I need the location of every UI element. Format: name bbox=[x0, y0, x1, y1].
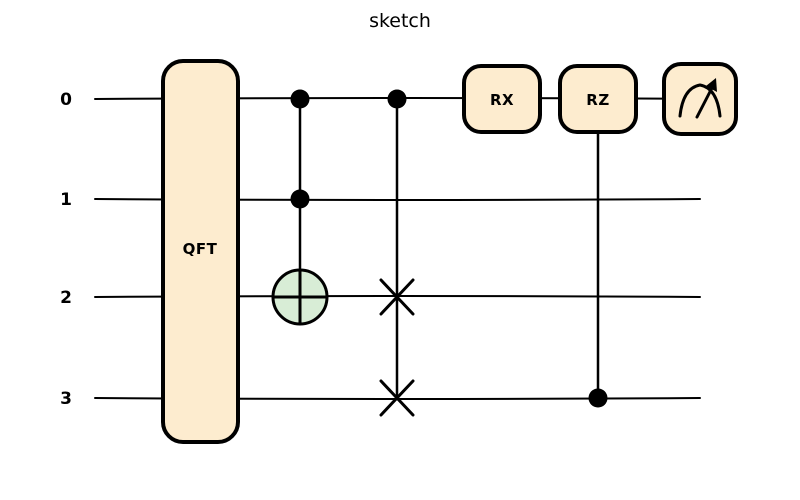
ccx-target-icon bbox=[271, 268, 329, 326]
rx-gate-label: RX bbox=[490, 91, 514, 109]
control-dot-icon bbox=[387, 89, 407, 109]
measurement-icon bbox=[678, 78, 722, 119]
qubit-label-0: 0 bbox=[60, 90, 72, 110]
crz-gate: RZ bbox=[558, 64, 638, 408]
swap-cross-icon bbox=[379, 379, 415, 417]
qubit-label-1: 1 bbox=[60, 190, 72, 210]
measurement-gate bbox=[662, 62, 738, 136]
cswap-gate bbox=[379, 89, 415, 417]
control-dot-icon bbox=[588, 388, 608, 408]
control-dot-icon bbox=[290, 189, 310, 209]
rz-gate-box bbox=[558, 64, 638, 134]
swap-cross-icon bbox=[379, 278, 415, 316]
ccx-gate bbox=[271, 89, 329, 326]
rx-gate-box bbox=[462, 64, 542, 134]
circuit-title: sketch bbox=[369, 10, 431, 32]
qft-gate-box bbox=[161, 59, 240, 444]
qubit-label-2: 2 bbox=[60, 288, 72, 308]
qft-gate: QFT bbox=[161, 59, 240, 444]
rx-gate: RX bbox=[462, 64, 542, 134]
qft-gate-label: QFT bbox=[183, 240, 218, 258]
control-dot-icon bbox=[290, 89, 310, 109]
rz-gate-label: RZ bbox=[586, 91, 609, 109]
qubit-label-3: 3 bbox=[60, 389, 72, 409]
measurement-gate-box bbox=[662, 62, 738, 136]
